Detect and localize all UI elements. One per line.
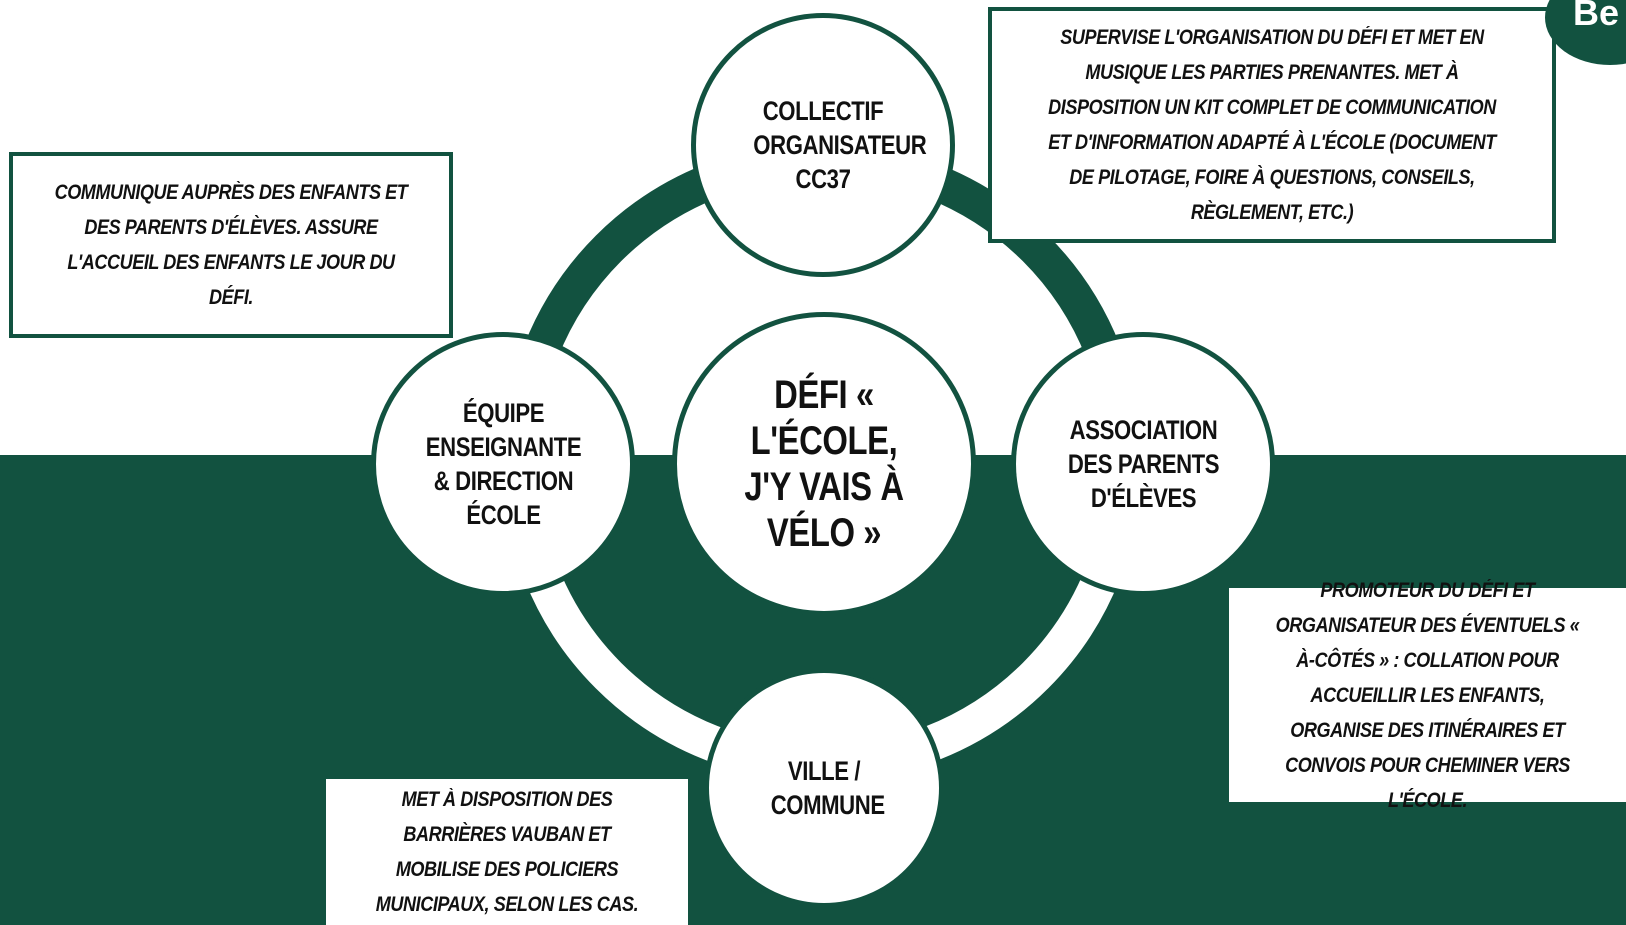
node-association-parents: ASSOCIATION DES PARENTS D'ÉLÈVES xyxy=(1011,332,1275,596)
description-equipe: COMMUNIQUE AUPRÈS DES ENFANTS ET DES PAR… xyxy=(9,152,453,338)
node-defi-center: DÉFI « L'ÉCOLE, J'Y VAIS À VÉLO » xyxy=(672,312,976,616)
node-defi-label: DÉFI « L'ÉCOLE, J'Y VAIS À VÉLO » xyxy=(744,373,904,555)
node-association-label: ASSOCIATION DES PARENTS D'ÉLÈVES xyxy=(1067,415,1219,513)
node-collectif-organisateur: COLLECTIF ORGANISATEUR CC37 xyxy=(691,13,955,277)
description-association-text: PROMOTEUR DU DÉFI ET ORGANISATEUR DES ÉV… xyxy=(1275,578,1580,812)
description-equipe-text: COMMUNIQUE AUPRÈS DES ENFANTS ET DES PAR… xyxy=(54,181,408,309)
node-collectif-label: COLLECTIF ORGANISATEUR CC37 xyxy=(753,96,927,194)
description-collectif: SUPERVISE L'ORGANISATION DU DÉFI ET MET … xyxy=(988,7,1556,243)
description-collectif-text: SUPERVISE L'ORGANISATION DU DÉFI ET MET … xyxy=(1048,26,1496,224)
description-association: PROMOTEUR DU DÉFI ET ORGANISATEUR DES ÉV… xyxy=(1229,579,1626,812)
node-ville-commune: VILLE / COMMUNE xyxy=(704,668,944,908)
logo-text: Be xyxy=(1573,0,1620,33)
node-equipe-enseignante: ÉQUIPE ENSEIGNANTE & DIRECTION ÉCOLE xyxy=(371,332,635,596)
node-equipe-label: ÉQUIPE ENSEIGNANTE & DIRECTION ÉCOLE xyxy=(425,398,581,530)
node-ville-label: VILLE / COMMUNE xyxy=(770,756,885,820)
description-ville-text: MET À DISPOSITION DES BARRIÈRES VAUBAN E… xyxy=(375,788,639,916)
description-ville: MET À DISPOSITION DES BARRIÈRES VAUBAN E… xyxy=(326,779,688,925)
